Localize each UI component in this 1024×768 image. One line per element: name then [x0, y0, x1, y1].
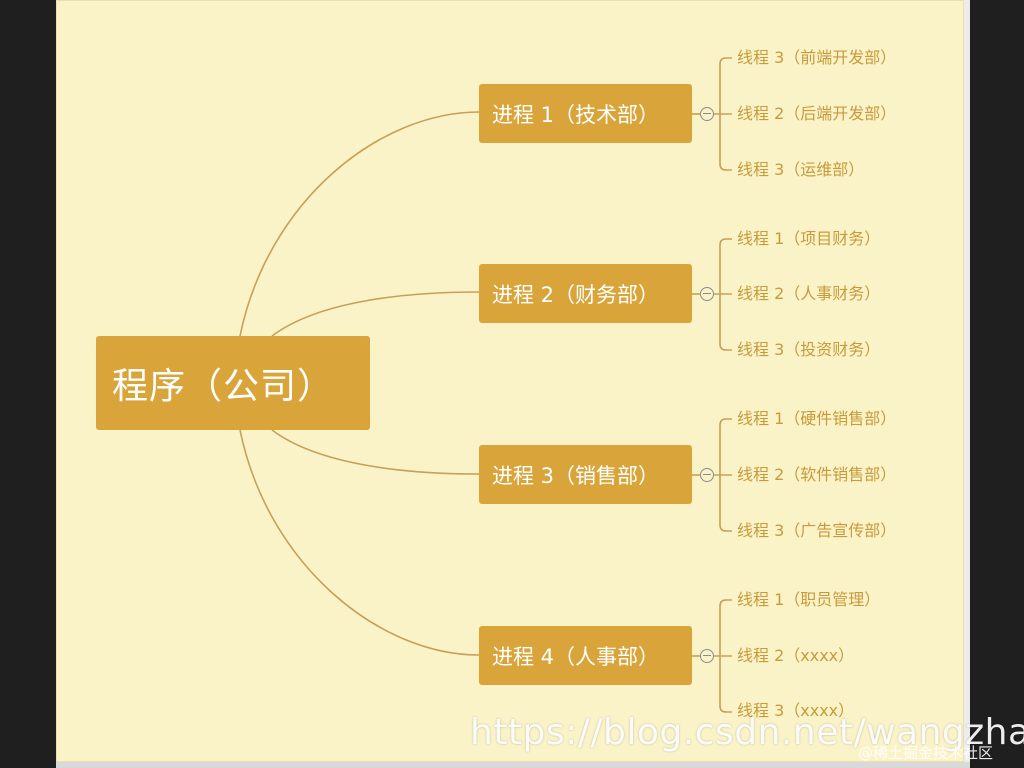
left-frame	[0, 0, 56, 768]
canvas-scroll-edge	[964, 0, 970, 768]
link-p3-bracket	[714, 418, 732, 532]
process-node-1[interactable]: 进程 1（技术部）	[479, 84, 692, 143]
root-node-label: 程序（公司）	[112, 366, 335, 407]
process-node-label: 进程 1（技术部）	[492, 102, 660, 127]
link-p1-bracket	[714, 57, 732, 171]
thread-node[interactable]: 线程 3（投资财务）	[737, 340, 881, 359]
thread-node[interactable]: 线程 1（硬件销售部）	[737, 409, 897, 428]
root-node[interactable]: 程序（公司）	[96, 336, 370, 430]
thread-node[interactable]: 线程 3（前端开发部）	[737, 48, 897, 67]
process-node-label: 进程 2（财务部）	[492, 282, 660, 307]
right-frame	[970, 0, 1024, 768]
thread-node[interactable]: 线程 2（后端开发部）	[737, 104, 897, 123]
watermark-url: https://blog.csdn.net/wangzhae	[470, 712, 1024, 753]
link-root-proc-4	[239, 429, 480, 656]
link-root-proc-2	[271, 291, 480, 337]
thread-node[interactable]: 线程 3（xxxx）	[737, 701, 855, 720]
collapse-icon[interactable]	[700, 468, 714, 482]
process-node-2[interactable]: 进程 2（财务部）	[479, 264, 692, 323]
link-root-proc-1	[239, 111, 480, 337]
thread-node[interactable]: 线程 1（项目财务）	[737, 229, 881, 248]
thread-node[interactable]: 线程 2（软件销售部）	[737, 465, 897, 484]
thread-node[interactable]: 线程 2（xxxx）	[737, 646, 855, 665]
link-p2-bracket	[714, 238, 732, 351]
link-p4-bracket	[714, 599, 732, 713]
collapse-icon[interactable]	[700, 287, 714, 301]
thread-node[interactable]: 线程 2（人事财务）	[737, 284, 881, 303]
collapse-icon[interactable]	[700, 107, 714, 121]
link-root-proc-3	[271, 429, 480, 475]
process-node-label: 进程 4（人事部）	[492, 644, 660, 669]
process-node-label: 进程 3（销售部）	[492, 463, 660, 488]
collapse-icon[interactable]	[700, 649, 714, 663]
process-node-4[interactable]: 进程 4（人事部）	[479, 626, 692, 685]
thread-node[interactable]: 线程 3（广告宣传部）	[737, 521, 897, 540]
canvas-bottom-edge	[56, 762, 970, 768]
thread-node[interactable]: 线程 3（运维部）	[737, 160, 865, 179]
watermark-site: @稀土掘金技术社区	[858, 744, 994, 762]
thread-node[interactable]: 线程 1（职员管理）	[737, 590, 881, 609]
process-node-3[interactable]: 进程 3（销售部）	[479, 445, 692, 504]
